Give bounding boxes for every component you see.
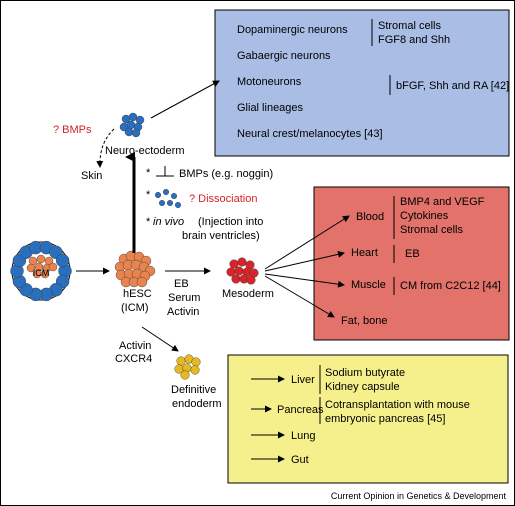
endoderm-cell-cluster	[174, 354, 201, 380]
endo-factor-sodium: Sodium butyrate	[325, 367, 405, 379]
injection-label-2: brain ventricles)	[182, 230, 260, 242]
ecto-factor-fgf8: FGF8 and Shh	[378, 34, 450, 46]
ecto-item-neural-crest: Neural crest/melanocytes [43]	[237, 128, 383, 140]
ecto-item-glial: Glial lineages	[237, 102, 304, 114]
endo-factor-kidney: Kidney capsule	[325, 381, 400, 393]
ecto-item-gabaergic: Gabaergic neurons	[237, 50, 331, 62]
meso-condition-activin: Activin	[167, 306, 199, 318]
mesoderm-box	[313, 186, 510, 341]
endo-item-gut: Gut	[291, 454, 309, 466]
journal-footer: Current Opinion in Genetics & Developmen…	[331, 491, 507, 501]
dissociated-cell	[154, 191, 161, 198]
endo-condition-cxcr4: CXCR4	[115, 353, 152, 365]
icm-embryo-label: ICM	[33, 268, 50, 278]
neuroectoderm-cell	[135, 115, 145, 125]
dissociated-cell	[170, 192, 177, 199]
arrow-meso-to-muscle	[264, 273, 345, 288]
arrow-meso-to-blood	[264, 215, 350, 270]
endoderm-cell	[190, 365, 200, 375]
endo-item-lung: Lung	[291, 430, 315, 442]
meso-item-heart: Heart	[351, 247, 378, 259]
mesoderm-cell	[237, 257, 247, 267]
endo-item-pancreas: Pancreas	[277, 404, 324, 416]
icm-cell	[40, 269, 50, 279]
arrow-meso-to-heart	[264, 250, 345, 272]
arrow-neuro-to-ectoderm-box	[150, 80, 220, 119]
meso-factor-bmp4: BMP4 and VEGF	[400, 196, 485, 208]
bmps-question-label: ? BMPs	[53, 124, 92, 136]
meso-factor-cytokines: Cytokines	[400, 210, 449, 222]
endo-factor-cotransplant: Cotransplantation with mouse	[325, 399, 470, 411]
ecto-item-motoneurons: Motoneurons	[237, 76, 302, 88]
mesoderm-cell	[246, 275, 256, 285]
injection-label-1: (Injection into	[198, 216, 263, 228]
icm-cell	[36, 254, 46, 264]
icm-label: (ICM)	[121, 302, 149, 314]
skin-label: Skin	[81, 170, 102, 182]
hesc-cell-cluster	[114, 250, 156, 288]
ecto-item-dopaminergic: Dopaminergic neurons	[237, 24, 348, 36]
neuroectoderm-cell	[126, 120, 136, 130]
ecto-factor-bfgf: bFGF, Shh and RA [42]	[396, 80, 509, 92]
neuroectoderm-cell	[124, 127, 134, 137]
neuroectoderm-cell-cluster	[119, 112, 145, 138]
in-vivo-label: in vivo	[153, 216, 184, 228]
endo-item-liver: Liver	[291, 374, 315, 386]
dissociation-label: ? Dissociation	[189, 193, 257, 205]
meso-factor-stromal: Stromal cells	[400, 224, 463, 236]
arrow-hesc-to-endoderm	[141, 326, 179, 352]
dissociated-cell	[166, 199, 173, 206]
trophectoderm-cell	[55, 253, 70, 268]
meso-item-fat-bone: Fat, bone	[341, 315, 387, 327]
icm-cell	[28, 256, 38, 266]
trophectoderm-ring	[10, 240, 72, 302]
blastocyst-embryo: ICM	[10, 240, 72, 302]
hesc-label: hESC	[123, 288, 152, 300]
mesoderm-cell	[231, 274, 241, 284]
meso-item-blood: Blood	[356, 211, 384, 223]
inner-cell-mass	[26, 254, 58, 279]
ecto-factor-stromal: Stromal cells	[378, 20, 441, 32]
endoderm-label-1: Definitive	[171, 384, 216, 396]
hesc-cell	[136, 276, 148, 288]
mesoderm-cell-cluster	[226, 257, 259, 285]
endoderm-box	[227, 354, 509, 484]
dissociated-cell	[158, 199, 165, 206]
mesoderm-cell	[234, 266, 244, 276]
star-noggin: *	[146, 167, 151, 179]
endoderm-cell	[191, 357, 201, 367]
neuroectoderm-cell	[128, 112, 138, 122]
ectoderm-box	[214, 9, 510, 157]
endo-factor-embryonic: embryonic pancreas [45]	[325, 413, 445, 425]
mesoderm-label: Mesoderm	[222, 288, 274, 300]
neuroectoderm-cell	[131, 128, 141, 138]
endo-condition-activin: Activin	[119, 340, 151, 352]
meso-item-muscle: Muscle	[351, 279, 386, 291]
dissociated-cell	[174, 201, 181, 208]
noggin-label: BMPs (e.g. noggin)	[179, 168, 273, 180]
neuroectoderm-label: Neuro-ectoderm	[105, 145, 184, 157]
icm-cell	[48, 262, 58, 272]
dissociated-cell	[162, 188, 169, 195]
endoderm-cell	[176, 356, 186, 366]
arrow-meso-to-fat-bone	[264, 275, 335, 318]
inhibition-symbol	[156, 166, 174, 177]
meso-condition-eb: EB	[174, 278, 189, 290]
endoderm-cell	[180, 370, 190, 380]
meso-condition-serum: Serum	[168, 292, 200, 304]
meso-factor-eb: EB	[405, 248, 420, 260]
meso-factor-cm: CM from C2C12 [44]	[400, 280, 501, 292]
star-in-vivo: *	[146, 216, 151, 228]
dissociated-cells	[154, 188, 181, 208]
endoderm-label-2: endoderm	[172, 398, 222, 410]
star-dissociation: *	[146, 189, 151, 201]
